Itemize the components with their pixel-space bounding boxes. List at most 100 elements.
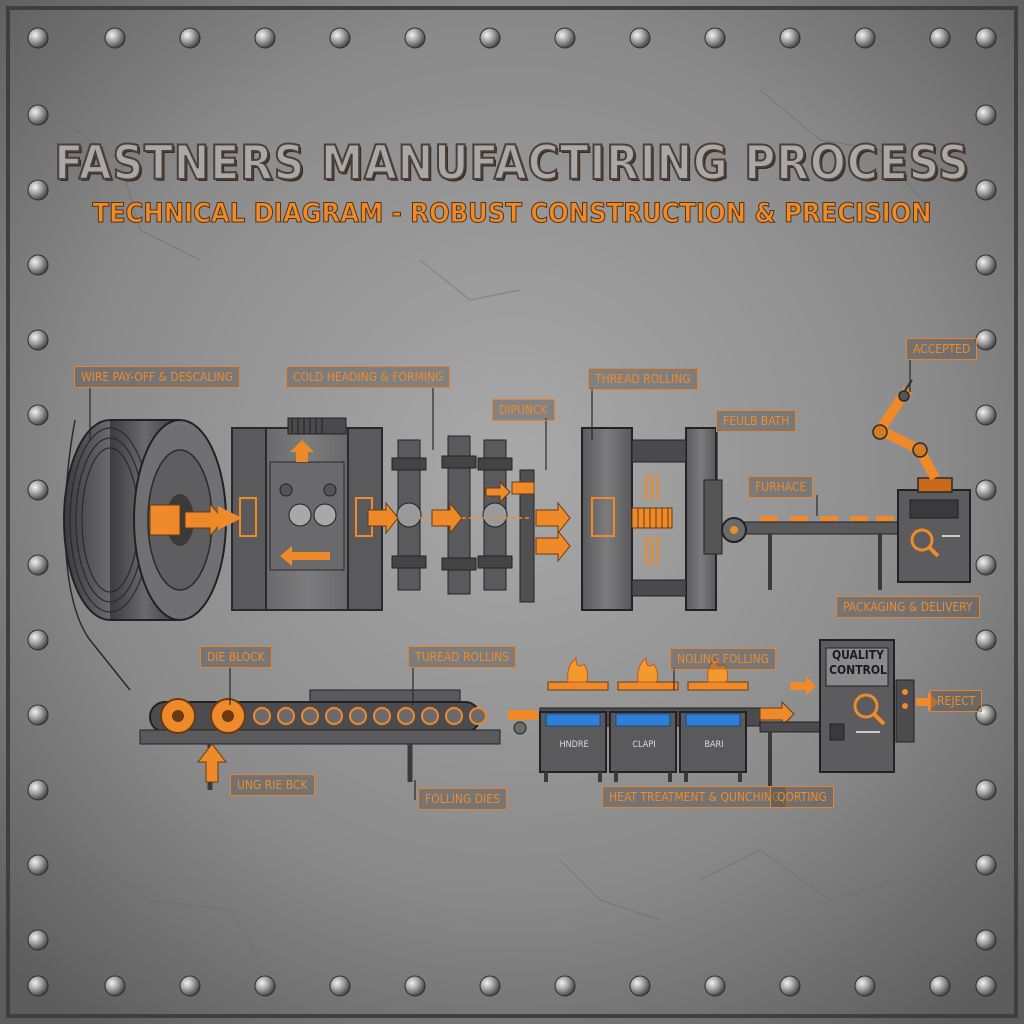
roller [349, 707, 367, 725]
page-title: FASTNERS MANUFACTIRING PROCESS [53, 135, 970, 192]
quality-control-cabinet [790, 639, 938, 773]
rivet-icon [929, 27, 951, 49]
rivet-icon [27, 27, 49, 49]
tank-label-2: CLAPI [632, 740, 656, 750]
rivet-icon [779, 975, 801, 997]
rivet-icon [104, 975, 126, 997]
rivet-icon [329, 27, 351, 49]
plate-cracks [59, 89, 931, 961]
rivet-icon [975, 254, 997, 276]
label-die-block: DIE BLOCK [200, 646, 272, 668]
rivet-icon [975, 929, 997, 951]
label-packaging: PACKAGING & DELIVERY [836, 596, 980, 618]
roller-conveyor [139, 689, 501, 790]
rivet-icon [404, 27, 426, 49]
rivet-icon [629, 975, 651, 997]
roller [253, 707, 271, 725]
label-noling-folling: NOLING FOLLING [670, 648, 776, 670]
rivet-icon [104, 27, 126, 49]
rivet-icon [479, 27, 501, 49]
magnifier-icon [910, 528, 940, 558]
rivet-icon [975, 975, 997, 997]
label-reject: REJECT [930, 690, 983, 712]
inspection-station [897, 489, 971, 583]
rivet-icon [975, 854, 997, 876]
flame-icon [547, 656, 749, 691]
roller [277, 707, 295, 725]
heat-treatment-tanks [508, 656, 831, 786]
rivet-icon [975, 704, 997, 726]
rivet-icon [975, 779, 997, 801]
rivet-icon [629, 27, 651, 49]
label-thread-rolling: THREAD ROLLING [588, 368, 698, 390]
rivet-icon [254, 27, 276, 49]
rivet-icon [404, 975, 426, 997]
tank-label-3: BARI [704, 740, 724, 750]
quality-control-label: QUALITY CONTROL [829, 648, 887, 677]
label-wire-payoff: WIRE PAY-OFF & DESCALING [74, 366, 240, 388]
rivet-icon [479, 975, 501, 997]
cold-heading-machine [216, 417, 383, 611]
quench-liquid [545, 713, 601, 727]
rivet-icon [27, 179, 49, 201]
rivet-icon [929, 975, 951, 997]
rivet-icon [27, 629, 49, 651]
rivet-icon [779, 27, 801, 49]
die-stations [367, 435, 571, 603]
label-turead-rollins: TUREAD ROLLINS [408, 646, 517, 668]
rivet-icon [704, 975, 726, 997]
page-subtitle: TECHNICAL DIAGRAM - ROBUST CONSTRUCTION … [92, 198, 932, 230]
gear-icon [210, 698, 246, 734]
label-cold-heading: COLD HEADING & FORMING [286, 366, 451, 388]
roller [445, 707, 463, 725]
roller [397, 707, 415, 725]
rivet-icon [27, 854, 49, 876]
rivet-icon [27, 704, 49, 726]
magnifier-icon [853, 693, 886, 726]
rivets [27, 27, 997, 997]
rivet-icon [329, 975, 351, 997]
rivet-icon [27, 329, 49, 351]
rivet-icon [554, 27, 576, 49]
roller [373, 707, 391, 725]
label-furnace: FURHACE [748, 476, 814, 498]
quench-liquid [685, 713, 741, 727]
rivet-icon [704, 27, 726, 49]
label-folling-dies: FOLLING DIES [418, 788, 507, 810]
rivet-icon [27, 479, 49, 501]
thread-rolling-machine [581, 427, 723, 611]
label-qorting: QORTING [770, 786, 834, 808]
rivet-icon [975, 27, 997, 49]
rivet-icon [975, 329, 997, 351]
rivet-icon [27, 929, 49, 951]
rivet-icon [254, 975, 276, 997]
label-accepted: ACCEPTED [906, 338, 978, 360]
rivet-icon [975, 479, 997, 501]
rivet-icon [854, 975, 876, 997]
rivet-icon [975, 629, 997, 651]
label-heat-treatment: HEAT TREATMENT & QUNCHING [602, 786, 788, 808]
rivet-icon [27, 254, 49, 276]
rivet-icon [179, 975, 201, 997]
rivet-icon [27, 779, 49, 801]
label-ung-rie-bck: UNG RIE BCK [230, 774, 315, 796]
rivet-icon [179, 27, 201, 49]
quench-liquid [615, 713, 671, 727]
tank-label-1: HNDRE [559, 740, 589, 750]
rivet-icon [27, 404, 49, 426]
roller [301, 707, 319, 725]
roller [469, 707, 487, 725]
wire-coil-icon [63, 419, 227, 691]
rivet-icon [854, 27, 876, 49]
rivet-icon [27, 554, 49, 576]
rivet-icon [975, 554, 997, 576]
rivet-icon [554, 975, 576, 997]
rivet-icon [27, 975, 49, 997]
rivet-icon [27, 104, 49, 126]
rivet-icon [975, 104, 997, 126]
roller [421, 707, 439, 725]
rivet-icon [975, 179, 997, 201]
robot-arm-icon [872, 379, 953, 493]
leader-lines [89, 360, 911, 800]
